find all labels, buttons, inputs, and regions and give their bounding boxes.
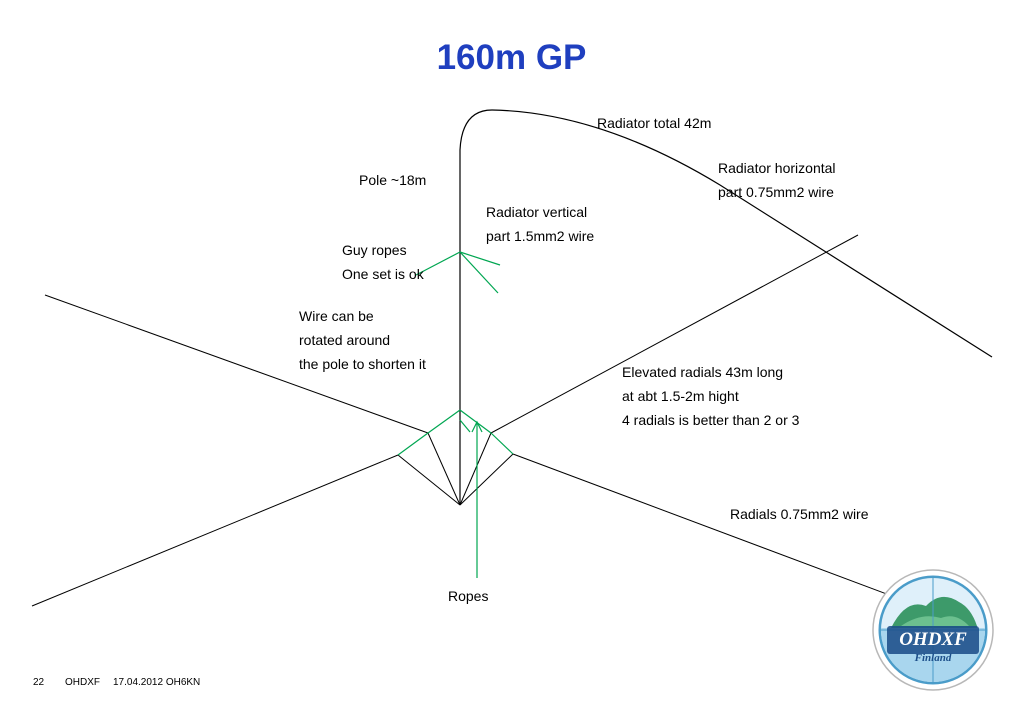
label-elevated-radials: Elevated radials 43m long at abt 1.5-2m … <box>622 360 799 432</box>
label-line: 4 radials is better than 2 or 3 <box>622 412 800 428</box>
logo-text-main: OHDXF <box>899 629 967 650</box>
footer-date-author: 17.04.2012 OH6KN <box>113 677 201 688</box>
radial-wire-upper-right <box>490 234 859 434</box>
rope-lines <box>397 251 514 578</box>
label-guy-ropes: Guy ropes One set is ok <box>342 238 424 286</box>
label-radiator-total: Radiator total 42m <box>597 115 712 131</box>
footer-page-number: 22 <box>33 677 45 688</box>
logo-text-sub: Finland <box>914 652 952 664</box>
label-radials-wire: Radials 0.75mm2 wire <box>730 506 869 522</box>
label-line: part 0.75mm2 wire <box>718 184 834 200</box>
footer-org: OHDXF <box>65 677 100 688</box>
radial-wire-lower-left <box>31 454 399 607</box>
ohdxf-logo: OHDXF Finland <box>872 569 994 691</box>
label-line: Radiator horizontal <box>718 160 836 176</box>
label-radiator-horizontal: Radiator horizontal part 0.75mm2 wire <box>718 156 836 204</box>
radiator-wire <box>459 109 993 505</box>
label-wire-rotated: Wire can be rotated around the pole to s… <box>299 304 426 376</box>
label-line: Radiator vertical <box>486 204 588 220</box>
label-ropes: Ropes <box>448 588 489 604</box>
label-line: Guy ropes <box>342 242 407 258</box>
label-line: at abt 1.5-2m hight <box>622 388 739 404</box>
label-line: part 1.5mm2 wire <box>486 228 595 244</box>
label-pole: Pole ~18m <box>359 172 427 188</box>
label-line: the pole to shorten it <box>299 356 426 372</box>
feed-lines <box>397 432 514 506</box>
page-title: 160m GP <box>436 38 587 77</box>
label-line: rotated around <box>299 332 391 348</box>
radial-wire-upper-left <box>44 294 429 434</box>
radial-wire-lower-right <box>512 453 909 603</box>
label-line: Wire can be <box>299 308 374 324</box>
label-line: One set is ok <box>342 266 424 282</box>
label-line: Elevated radials 43m long <box>622 364 784 380</box>
label-radiator-vertical: Radiator vertical part 1.5mm2 wire <box>486 200 594 248</box>
